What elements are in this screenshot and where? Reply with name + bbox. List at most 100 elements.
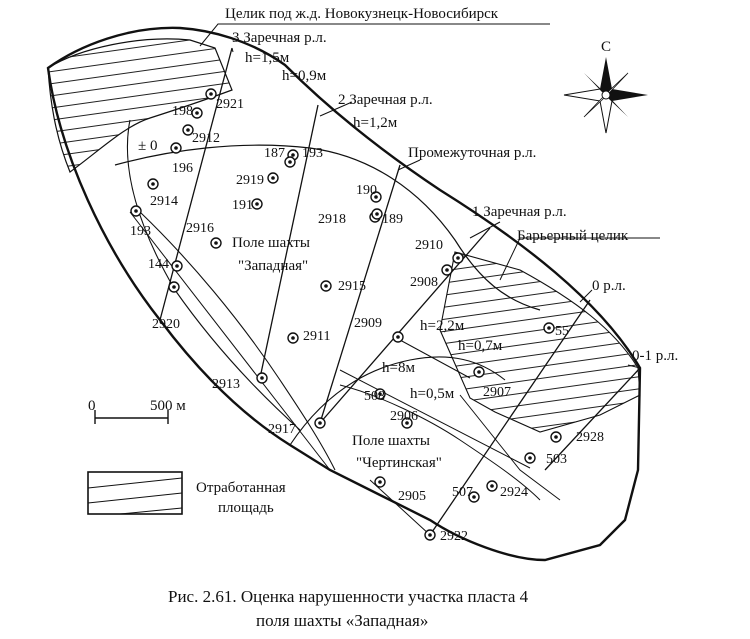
caption-line-1: Рис. 2.61. Оценка нарушенности участка п…	[168, 587, 529, 606]
cross-line-1	[129, 211, 331, 471]
well-label: 2909	[354, 316, 382, 331]
well-label: 144	[148, 257, 169, 272]
well-label: 2914	[150, 194, 178, 209]
well-center-dot	[134, 209, 138, 213]
well-label: 2912	[192, 131, 220, 146]
caption-line-2: поля шахты «Западная»	[256, 611, 428, 630]
label-field-cher-2: "Чертинская"	[356, 455, 442, 471]
legend-mined-2: площадь	[218, 500, 274, 516]
label-h-0-7: h=0,7м	[458, 338, 503, 354]
leader-line-0	[579, 289, 593, 303]
compass-rose-icon: С	[563, 39, 648, 134]
label-line-0: 0 р.л.	[592, 278, 626, 294]
label-line-2: 2 Заречная р.л.	[338, 92, 433, 108]
well-center-dot	[472, 495, 476, 499]
legend: Отработанная площадь	[87, 471, 286, 516]
well-label: 508	[364, 389, 385, 404]
well-center-dot	[405, 421, 409, 425]
well-center-dot	[271, 176, 275, 180]
prospect-line-0-1	[544, 367, 641, 471]
fault-line-6	[459, 394, 561, 501]
well-center-dot	[378, 480, 382, 484]
well-label: 2919	[236, 173, 264, 188]
label-field-west-1: Поле шахты	[232, 235, 310, 251]
well-label: 2908	[410, 275, 438, 290]
label-h-8: h=8м	[382, 360, 415, 376]
label-h-0-9: h=0,9м	[282, 68, 327, 84]
prospect-line-mid	[319, 164, 401, 424]
well-center-dot	[547, 326, 551, 330]
well-center-dot	[554, 435, 558, 439]
well-label: 196	[172, 161, 193, 176]
cross-line-2	[339, 369, 531, 469]
label-railway-pillar: Целик под ж.д. Новокузнецк-Новосибирск	[225, 6, 499, 22]
mined-area-northwest	[47, 38, 233, 173]
well-label: 198	[172, 104, 193, 119]
well-center-dot	[260, 376, 264, 380]
well-center-dot	[209, 92, 213, 96]
well-label: 2907	[483, 385, 511, 400]
scale-bar: 0 500 м	[88, 398, 186, 424]
label-h-0-5: h=0,5м	[410, 386, 455, 402]
well-label: 2913	[212, 377, 240, 392]
leader-line-3	[231, 47, 234, 53]
leader-railway-pillar	[199, 23, 550, 47]
well-center-dot	[428, 533, 432, 537]
field-boundary	[46, 26, 642, 562]
well-center-dot	[255, 202, 259, 206]
well-label: 190	[356, 183, 377, 198]
label-line-1: 1 Заречная р.л.	[472, 204, 567, 220]
well-center-dot	[172, 285, 176, 289]
label-line-mid: Промежуточная р.л.	[408, 145, 536, 161]
label-line-0-1: 0-1 р.л.	[632, 348, 678, 364]
well-label: 193	[130, 224, 151, 239]
well-center-dot	[291, 153, 295, 157]
well-label: 507	[452, 485, 473, 500]
scale-zero: 0	[88, 398, 96, 414]
well-label: 2922	[440, 529, 468, 544]
cross-line-4	[369, 479, 431, 536]
label-line-3: 3 Заречная р.л.	[232, 30, 327, 46]
prospect-line-3	[159, 47, 233, 321]
well-center-dot	[318, 421, 322, 425]
well-center-dot	[378, 392, 382, 396]
well-center-dot	[291, 336, 295, 340]
scale-length: 500 м	[150, 398, 186, 414]
well-label: 503	[546, 452, 567, 467]
label-barrier: Барьерный целик	[517, 228, 629, 244]
well-label: 2916	[186, 221, 214, 236]
label-h-2-2: h=2,2м	[420, 318, 465, 334]
well-label: 2920	[152, 317, 180, 332]
label-field-west-2: "Западная"	[238, 258, 308, 274]
leader-line-mid	[397, 159, 421, 171]
well-center-dot	[396, 335, 400, 339]
well-label: 191	[232, 198, 253, 213]
label-h-1-5: h=1,5м	[245, 50, 290, 66]
well-center-dot	[174, 146, 178, 150]
well-label: 2924	[500, 485, 528, 500]
well-center-dot	[324, 284, 328, 288]
well-label: 2918	[318, 212, 346, 227]
well-label: 55	[555, 324, 569, 339]
well-label: 2928	[576, 430, 604, 445]
leader-line-2	[319, 101, 353, 117]
well-center-dot	[374, 195, 378, 199]
well-center-dot	[214, 241, 218, 245]
well-label: 187	[264, 146, 285, 161]
well-label: 193	[302, 146, 323, 161]
well-center-dot	[445, 268, 449, 272]
well-center-dot	[456, 256, 460, 260]
well-center-dot	[528, 456, 532, 460]
well-center-dot	[151, 182, 155, 186]
leader-line-1	[469, 221, 501, 239]
well-center-dot	[175, 264, 179, 268]
label-field-cher-1: Поле шахты	[352, 433, 430, 449]
legend-mined-1: Отработанная	[196, 480, 286, 496]
well-label: 189	[382, 212, 403, 227]
well-center-dot	[375, 212, 379, 216]
prospect-line-2	[259, 104, 319, 379]
label-zero-mark: ± 0	[138, 138, 157, 154]
compass-north-label: С	[601, 39, 611, 55]
leader-barrier	[499, 237, 660, 281]
